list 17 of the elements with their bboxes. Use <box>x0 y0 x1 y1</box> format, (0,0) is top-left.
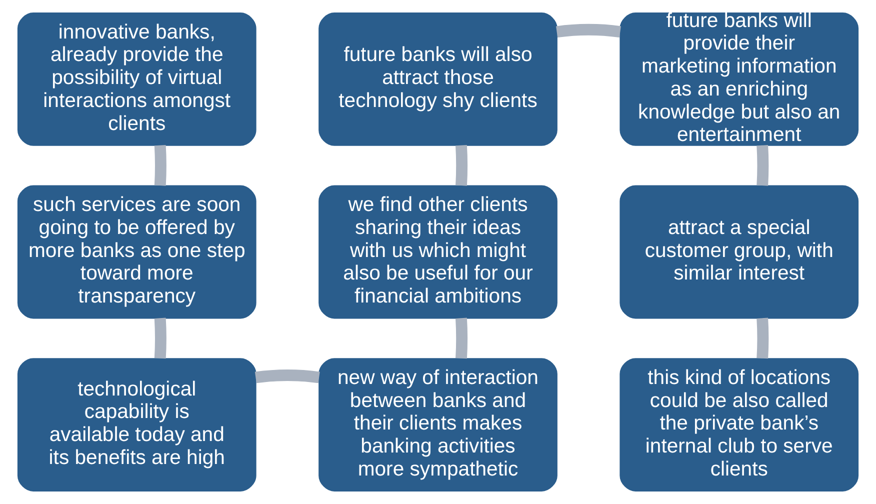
node-box: this kind of locations could be also called the private bank’s internal club to serve clients <box>620 358 859 492</box>
node-box: we find other clients sharing their ideas with us which might also be useful for our financial ambitions <box>318 185 558 319</box>
node-box: technological capability is available today and its benefits are high <box>17 358 256 492</box>
connector <box>254 370 320 384</box>
node-box: attract a special customer group, with similar interest <box>620 185 859 319</box>
connector <box>456 318 468 359</box>
node-box: future banks will also attract those technology shy clients <box>318 12 558 146</box>
connector <box>154 318 166 359</box>
node-box: new way of interaction between banks and their clients makes banking activities more sympathetic <box>318 358 558 492</box>
connector <box>456 145 468 186</box>
node-box: such services are soon going to be offered by more banks as one step toward more transparency <box>17 185 256 319</box>
connector <box>556 24 621 38</box>
connector <box>756 145 769 186</box>
node-box: future banks will provide their marketing information as an enriching knowledge but also an entertainment <box>620 12 859 146</box>
connector <box>154 145 166 186</box>
connector <box>756 318 769 359</box>
node-box: innovative banks, already provide the possibility of virtual interactions amongst clients <box>17 12 256 146</box>
